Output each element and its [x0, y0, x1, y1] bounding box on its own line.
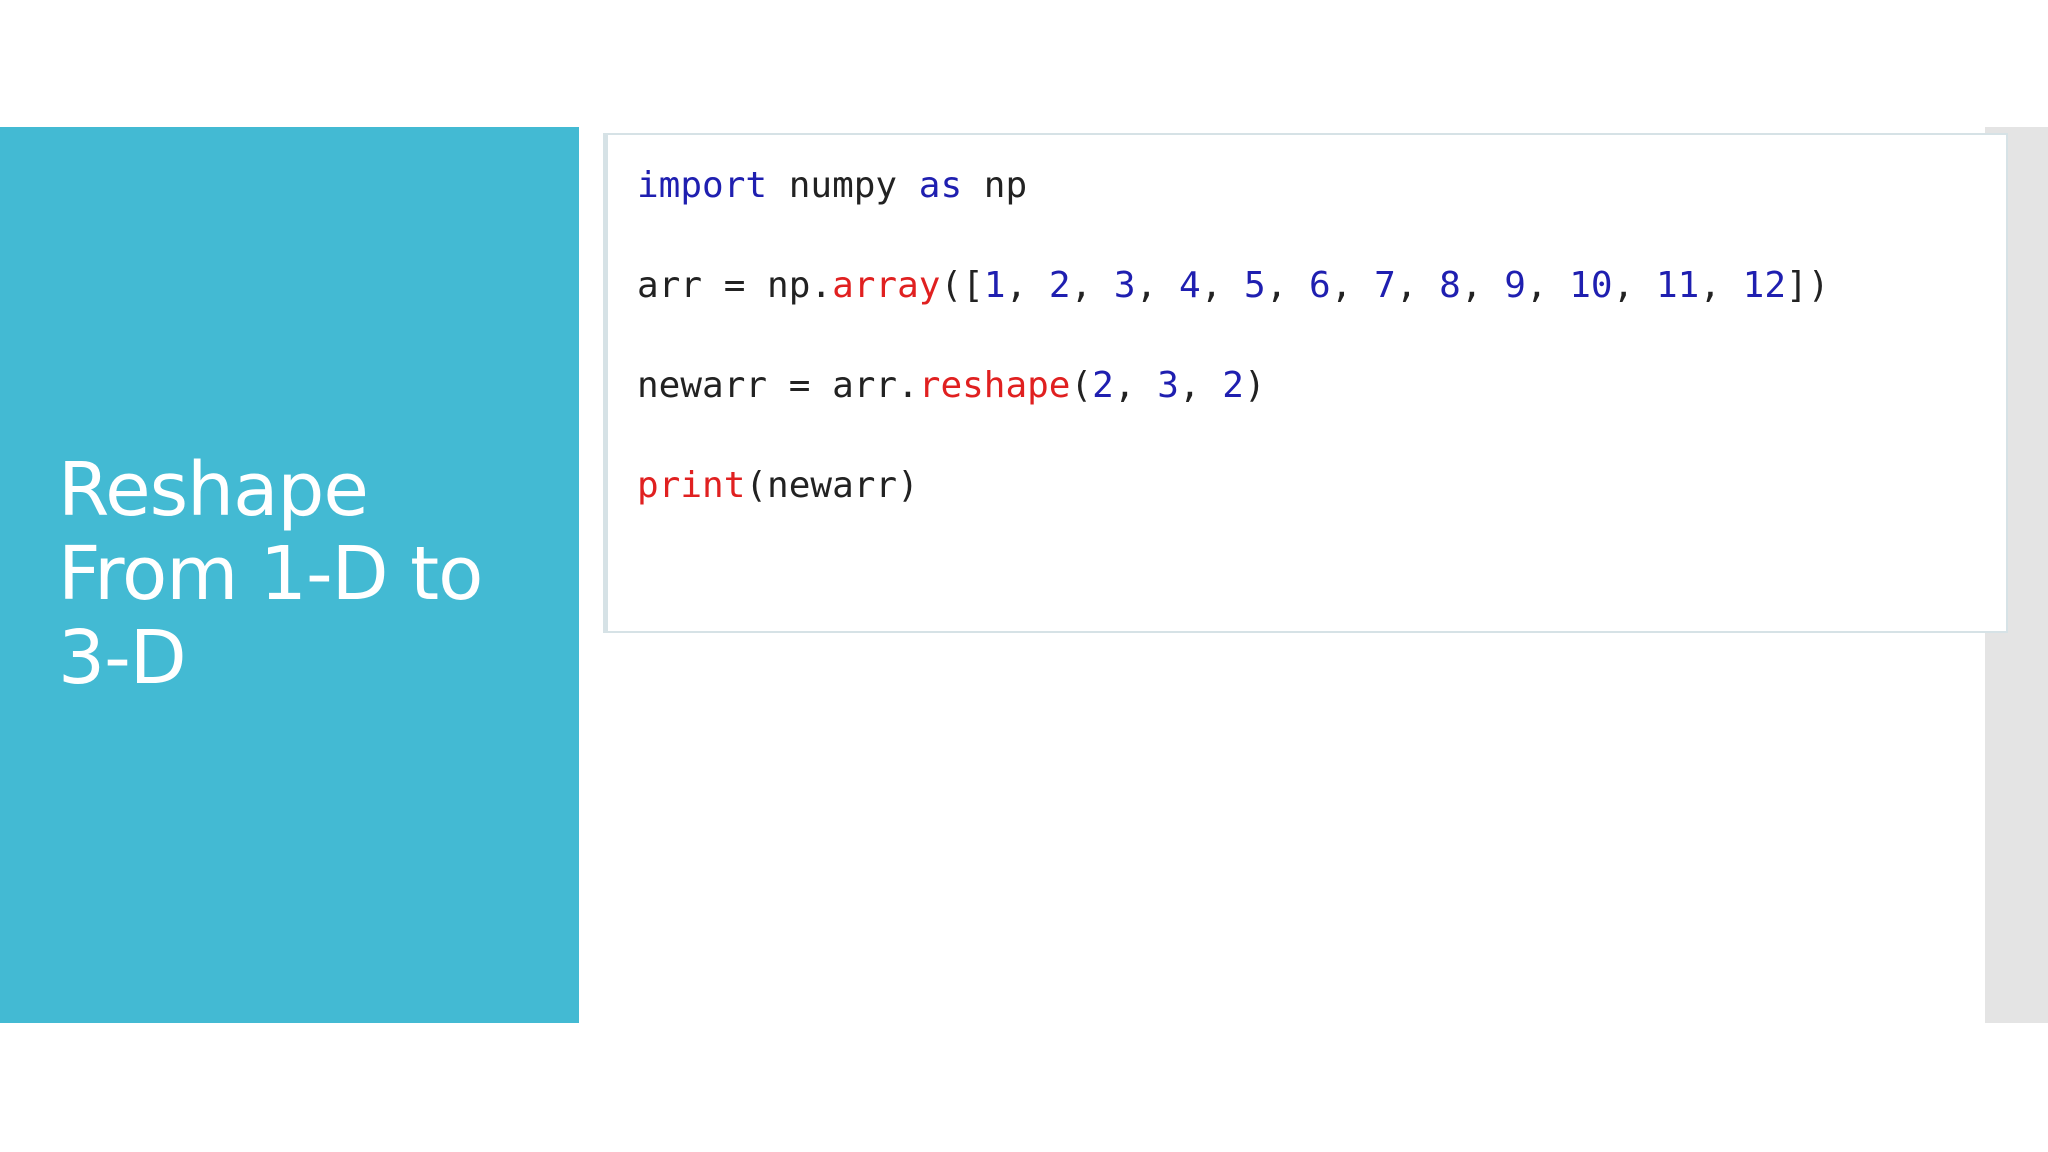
- function-array: array: [832, 265, 941, 306]
- code-line-print: print(newarr): [637, 461, 1829, 561]
- code-line-import: import numpy as np: [637, 161, 1829, 261]
- keyword-as: as: [918, 165, 963, 206]
- module-alias: np: [962, 165, 1028, 206]
- number: 1: [983, 265, 1006, 306]
- reshape-close-paren: ): [1243, 365, 1266, 406]
- number: 3: [1157, 365, 1179, 406]
- module-name: numpy: [767, 165, 919, 206]
- separator: ,: [1330, 265, 1375, 306]
- separator: ,: [1005, 265, 1049, 306]
- reshape-open-paren: (: [1070, 365, 1093, 406]
- separator: ,: [1525, 265, 1570, 306]
- separator: ,: [1070, 265, 1114, 306]
- reshape-assign: newarr = arr.: [637, 365, 919, 406]
- array-open-bracket: ([: [940, 265, 984, 306]
- separator: ,: [1395, 265, 1440, 306]
- number: 2: [1048, 265, 1071, 306]
- keyword-import: import: [637, 165, 768, 206]
- separator: ,: [1200, 265, 1244, 306]
- separator: ,: [1135, 265, 1179, 306]
- number: 8: [1439, 265, 1461, 306]
- separator: ,: [1113, 365, 1158, 406]
- separator: ,: [1699, 265, 1743, 306]
- number: 12: [1742, 265, 1787, 306]
- number: 4: [1178, 265, 1201, 306]
- array-assign: arr = np.: [637, 265, 833, 306]
- array-close-bracket: ]): [1786, 265, 1830, 306]
- number: 11: [1655, 265, 1700, 306]
- separator: ,: [1612, 265, 1656, 306]
- function-reshape: reshape: [918, 365, 1071, 406]
- code-line-array: arr = np.array([1, 2, 3, 4, 5, 6, 7, 8, …: [637, 261, 1829, 361]
- number: 2: [1222, 365, 1244, 406]
- title-panel: [0, 127, 579, 1023]
- separator: ,: [1460, 265, 1505, 306]
- number: 7: [1374, 265, 1396, 306]
- code-block: import numpy as np arr = np.array([1, 2,…: [603, 133, 2008, 633]
- function-print: print: [637, 465, 746, 506]
- number: 2: [1092, 365, 1114, 406]
- number: 5: [1244, 265, 1266, 306]
- slide-title: Reshape From 1-D to 3-D: [58, 447, 483, 701]
- separator: ,: [1265, 265, 1310, 306]
- separator: ,: [1178, 365, 1223, 406]
- number: 3: [1113, 265, 1136, 306]
- code-line-reshape: newarr = arr.reshape(2, 3, 2): [637, 361, 1829, 461]
- number: 9: [1504, 265, 1526, 306]
- print-args: (newarr): [745, 465, 919, 506]
- code-lines: import numpy as np arr = np.array([1, 2,…: [637, 161, 1829, 561]
- number: 10: [1569, 265, 1613, 306]
- number: 6: [1309, 265, 1331, 306]
